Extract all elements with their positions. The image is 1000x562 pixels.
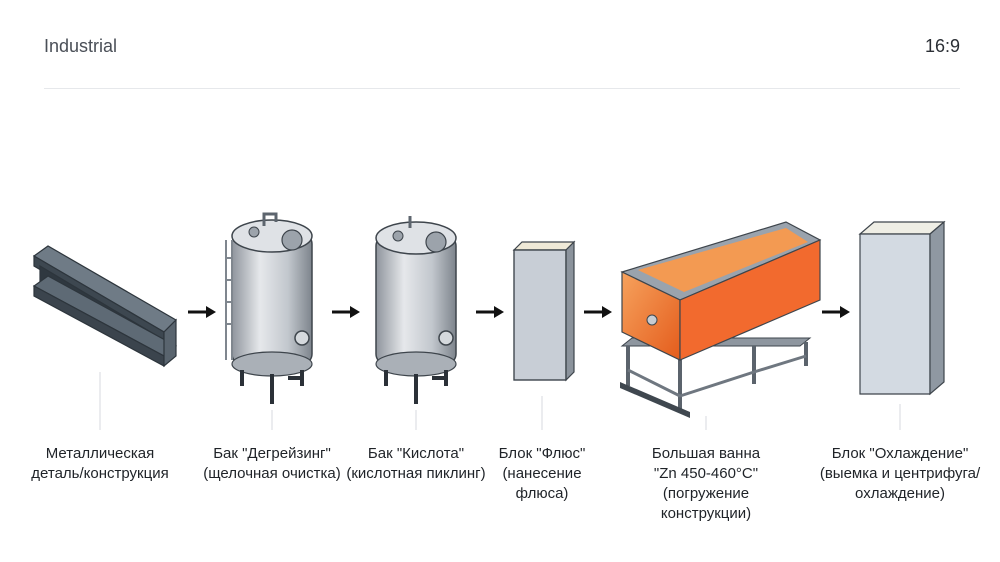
flow-arrow	[822, 306, 850, 318]
step-label-degreasing-tank: Бак "Дегрейзинг" (щелочная очистка)	[177, 444, 367, 484]
step-label-line: Блок "Охлаждение"	[831, 445, 969, 462]
step-label-line: Бак "Кислота"	[367, 445, 465, 462]
flow-arrow	[332, 306, 360, 318]
step-label-line: конструкции)	[660, 505, 752, 522]
step-label-line: Большая ванна	[651, 445, 761, 462]
i-beam-icon	[32, 245, 178, 368]
flux-block-icon	[512, 240, 576, 382]
flow-arrow	[476, 306, 504, 318]
step-label-line: (нанесение	[502, 465, 582, 482]
header-title: Industrial	[44, 36, 118, 56]
step-label-line: Бак "Дегрейзинг"	[213, 445, 331, 462]
step-label-line: деталь/конструкция	[31, 465, 169, 482]
step-label-metal-part: Металлическая деталь/конструкция	[5, 444, 195, 484]
step-label-line: (щелочная очистка)	[203, 465, 341, 482]
step-label-line: Металлическая	[45, 445, 155, 462]
step-label-line: Блок "Флюс"	[498, 445, 586, 462]
step-label-zinc-bath: Большая ванна "Zn 450-460°C" (погружение…	[611, 444, 801, 524]
step-label-line: флюса)	[515, 485, 569, 502]
step-label-acid-tank: Бак "Кислота" (кислотная пиклинг)	[321, 444, 511, 484]
zinc-bath-icon	[620, 221, 822, 418]
aspect-ratio-label: 16:9	[924, 36, 960, 56]
acid-tank-icon	[375, 216, 457, 404]
degreasing-tank-icon	[225, 212, 313, 404]
flow-arrow	[188, 306, 216, 318]
flow-arrow	[584, 306, 612, 318]
step-label-flux-block: Блок "Флюс" (нанесение флюса)	[447, 444, 637, 504]
header-divider	[44, 88, 960, 89]
step-label-line: (кислотная пиклинг)	[346, 465, 486, 482]
step-label-line: (выемка и центрифуга/	[819, 465, 981, 482]
step-label-line: (погружение	[662, 485, 750, 502]
step-label-line: "Zn 450-460°C"	[653, 465, 759, 482]
cooling-block-icon	[858, 220, 946, 396]
step-label-line: охлаждение)	[855, 485, 945, 502]
step-label-cooling-block: Блок "Охлаждение" (выемка и центрифуга/ …	[805, 444, 995, 504]
